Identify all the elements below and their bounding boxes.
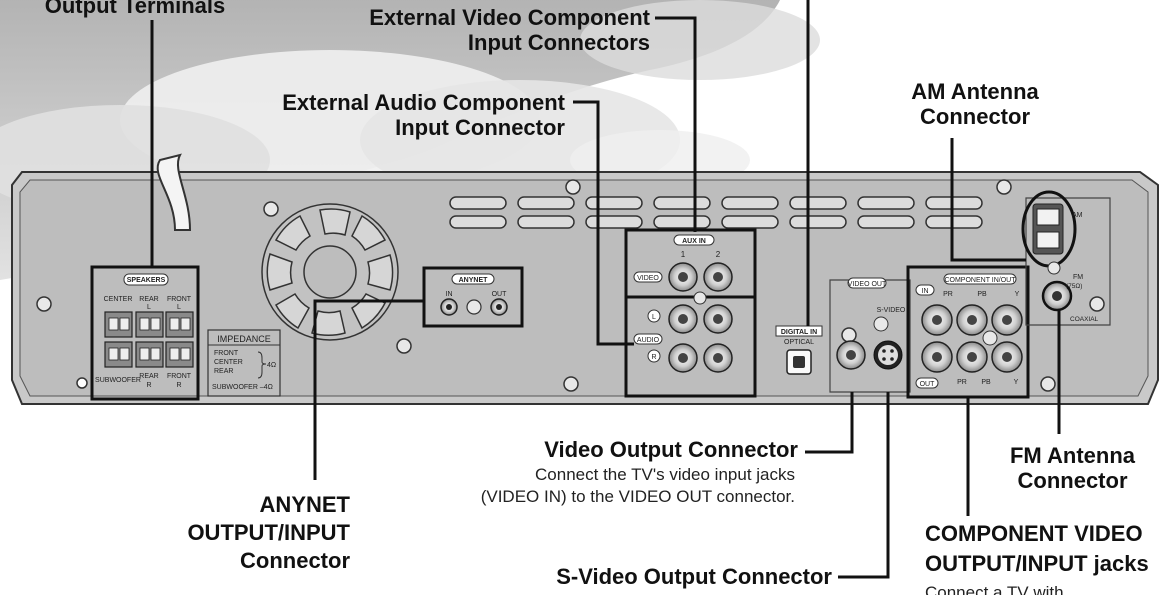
anynet-in-label: IN bbox=[446, 291, 453, 298]
component-y-top: Y bbox=[1015, 291, 1020, 298]
vent-slots bbox=[449, 196, 983, 229]
component-out-label: OUT bbox=[920, 381, 936, 388]
aux-video-label: VIDEO bbox=[637, 275, 659, 282]
optical-label: OPTICAL bbox=[784, 339, 814, 346]
aux-in-panel-label: AUX IN bbox=[682, 238, 706, 245]
anynet-panel-label: ANYNET bbox=[459, 277, 489, 284]
speakers-panel-label: SPEAKERS bbox=[127, 277, 166, 284]
speaker-subwoofer-label: SUBWOOFER bbox=[95, 377, 141, 384]
speaker-rear-r-label: REAR bbox=[139, 373, 158, 380]
antenna-terminals bbox=[1021, 190, 1111, 326]
speaker-front-l-sub: L bbox=[177, 304, 181, 311]
leader-lines bbox=[150, 0, 1061, 579]
fm-antenna-label: FM Antenna Connector bbox=[1009, 443, 1136, 493]
external-audio-component-label: External Audio Component Input Connector bbox=[282, 90, 565, 140]
aux-audio-label: AUDIO bbox=[637, 337, 660, 344]
speaker-terminals bbox=[90, 265, 281, 401]
aux-in-jack-panel bbox=[624, 228, 757, 398]
speaker-output-terminals-label: Output Terminals bbox=[44, 0, 226, 18]
optical-jack bbox=[775, 325, 823, 375]
speaker-front-r-label: FRONT bbox=[167, 373, 192, 380]
am-panel-label: AM bbox=[1072, 212, 1083, 219]
aux-audio-l-label: L bbox=[652, 314, 656, 321]
speaker-front-r-sub: R bbox=[176, 382, 181, 389]
video-output-description: Connect the TV's video input jacks (VIDE… bbox=[480, 465, 795, 506]
component-jack-panel bbox=[906, 265, 1030, 399]
am-antenna-label: AM Antenna Connector bbox=[911, 79, 1039, 129]
speaker-rear-l-label: REAR bbox=[139, 296, 158, 303]
impedance-subwoofer: SUBWOOFER –4Ω bbox=[212, 384, 273, 391]
cooling-fan-icon bbox=[261, 203, 399, 341]
impedance-center: CENTER bbox=[214, 359, 243, 366]
video-output-connector-label: Video Output Connector bbox=[544, 437, 798, 462]
anynet-out-label: OUT bbox=[492, 291, 508, 298]
component-video-jacks-label: COMPONENT VIDEO OUTPUT/INPUT jacks bbox=[925, 521, 1149, 576]
panel-text: SPEAKERS CENTER REAR FRONT L L SUBWOOFER… bbox=[95, 212, 1099, 391]
component-pb-bottom: PB bbox=[981, 379, 991, 386]
speaker-center-label: CENTER bbox=[104, 296, 133, 303]
anynet-jack-panel bbox=[422, 266, 524, 328]
impedance-rear: REAR bbox=[214, 368, 233, 375]
component-video-description: Connect a TV with bbox=[925, 583, 1064, 595]
fm-ohm-label: (75Ω) bbox=[1066, 283, 1082, 290]
speaker-rear-l-sub: L bbox=[147, 304, 151, 311]
video-out-jack-panel bbox=[829, 277, 911, 393]
component-pb-top: PB bbox=[977, 291, 987, 298]
aux-audio-r-label: R bbox=[651, 354, 656, 361]
aux-1-label: 1 bbox=[681, 250, 686, 259]
component-pr-top: PR bbox=[943, 291, 953, 298]
video-out-panel-label: VIDEO OUT bbox=[848, 281, 887, 288]
component-pr-bottom: PR bbox=[957, 379, 967, 386]
aux-2-label: 2 bbox=[716, 250, 721, 259]
component-in-label: IN bbox=[922, 288, 929, 295]
external-video-component-label: External Video Component Input Connector… bbox=[369, 5, 650, 55]
fm-panel-label: FM bbox=[1073, 274, 1083, 281]
digital-in-label: DIGITAL IN bbox=[781, 329, 817, 336]
speaker-rear-r-sub: R bbox=[146, 382, 151, 389]
s-video-panel-label: S-VIDEO bbox=[877, 307, 906, 314]
impedance-title: IMPEDANCE bbox=[217, 334, 271, 344]
component-panel-label: COMPONENT IN/OUT bbox=[944, 277, 1016, 284]
s-video-output-connector-label: S-Video Output Connector bbox=[556, 564, 832, 589]
coaxial-label: COAXIAL bbox=[1070, 316, 1099, 323]
impedance-front: FRONT bbox=[214, 350, 239, 357]
impedance-value: 4Ω bbox=[267, 362, 276, 369]
power-cable-icon bbox=[156, 153, 192, 231]
component-y-bottom: Y bbox=[1014, 379, 1019, 386]
speaker-front-l-label: FRONT bbox=[167, 296, 192, 303]
anynet-connector-label: ANYNET OUTPUT/INPUT Connector bbox=[187, 492, 350, 573]
